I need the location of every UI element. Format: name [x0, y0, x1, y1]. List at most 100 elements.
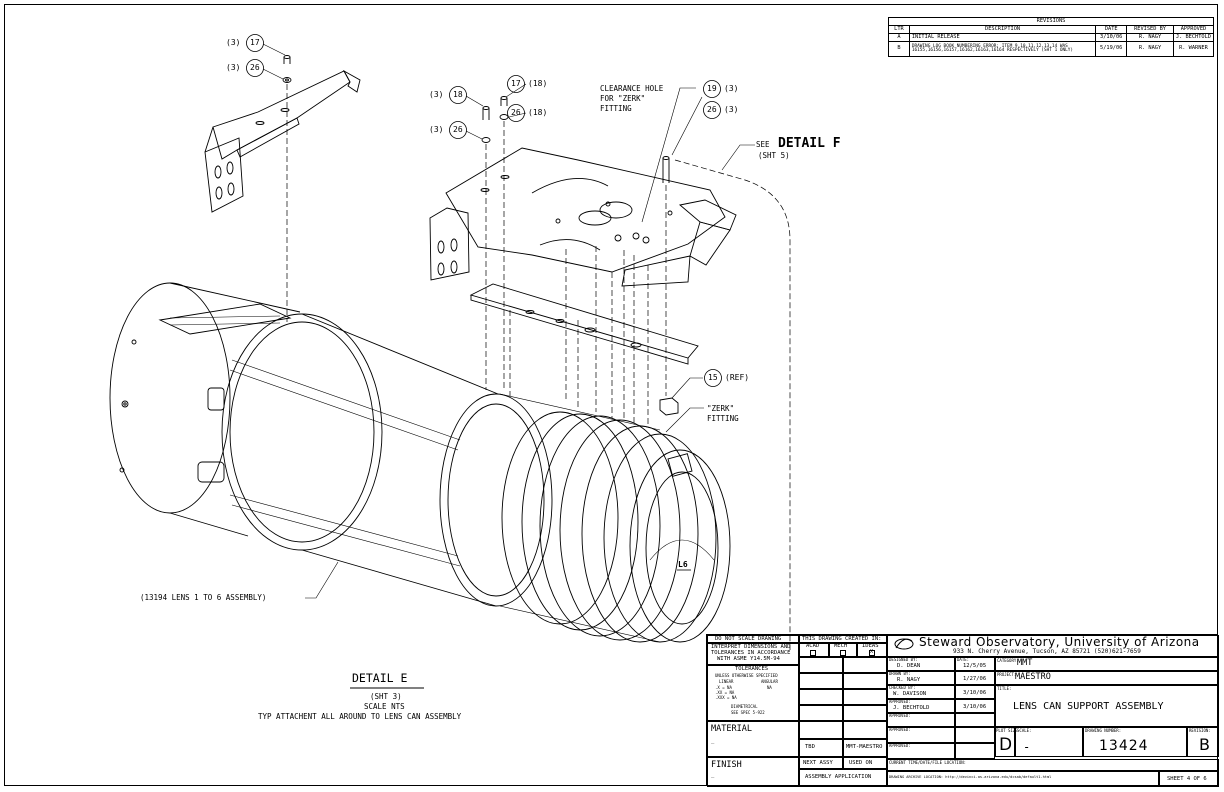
top-plate	[429, 147, 737, 287]
approved-by-value: J. BECHTOLD	[893, 705, 930, 711]
category-label: CATEGORY:	[997, 658, 1019, 663]
callout-17b-qty: (18)	[528, 79, 548, 88]
rev-ltr: B	[888, 41, 910, 57]
checked-by-label: CHECKED BY:	[889, 685, 916, 690]
scale-value: -	[1023, 740, 1031, 754]
finish-label: FINISH	[711, 760, 742, 770]
category-value: MMT	[1017, 658, 1033, 668]
lens-assembly-note: (13194 LENS 1 TO 6 ASSEMBLY)	[140, 593, 267, 602]
callout-26d-qty: (3)	[724, 105, 739, 114]
next-assy-label: NEXT ASSY	[803, 760, 833, 766]
rev-header-description: DESCRIPTION	[908, 25, 1097, 34]
projection-lines	[286, 84, 791, 650]
project-label: PROJECT:	[997, 672, 1017, 677]
callout-19-number: 19	[707, 84, 717, 93]
checked-by-value: W. DAVISON	[893, 691, 927, 697]
tolerances-unless: UNLESS OTHERWISE SPECIFIED	[715, 673, 778, 678]
created-in-label: THIS DRAWING CREATED IN:	[802, 636, 882, 642]
designed-date: 12/5/05	[963, 663, 987, 669]
rev-date: 3/10/06	[1095, 33, 1128, 42]
revision-row: A INITIAL RELEASE 3/10/06 R. NAGY J. BEC…	[888, 33, 1215, 42]
tolerance-spec: SEE SPEC 5-922	[731, 710, 765, 715]
drawn-by-value: R. NAGY	[897, 677, 921, 683]
tolerance-value: .XXX = NA	[715, 695, 737, 700]
callout-18-number: 18	[453, 90, 463, 99]
title-block: DO NOT SCALE DRAWING INTERPRET DIMENSION…	[706, 634, 1219, 787]
callout-26d-number: 26	[707, 105, 717, 114]
revision-value: B	[1199, 735, 1210, 754]
organization-name: Steward Observatory, University of Arizo…	[919, 635, 1200, 649]
checked-date: 3/10/06	[963, 690, 987, 696]
leader-lines	[262, 43, 755, 599]
revisions-table: REVISIONS LTR DESCRIPTION DATE REVISED B…	[888, 17, 1215, 57]
drawing-title: LENS CAN SUPPORT ASSEMBLY	[1013, 701, 1164, 712]
rev-ltr: A	[888, 33, 910, 42]
rev-approved: J. BECHTOLD	[1172, 33, 1215, 42]
see-detail-label: SEE	[756, 140, 770, 149]
tolerance-angular-label: ANGULAR	[761, 679, 778, 684]
zerk-fitting	[659, 397, 679, 416]
title-label: TITLE:	[997, 686, 1012, 691]
no-scale-note: DO NOT SCALE DRAWING	[715, 636, 782, 642]
callout-26b-qty: (18)	[528, 108, 548, 117]
used-on-value: MMT-MAESTRO	[846, 744, 883, 750]
archive-location: DRAWING ARCHIVE LOCATION: http://devinci…	[889, 775, 1052, 779]
detail-e-title: DETAIL E	[352, 671, 408, 685]
drawing-border	[4, 4, 1218, 786]
project-value: MAESTRO	[1015, 672, 1051, 682]
detail-f-label: DETAIL F	[778, 136, 841, 151]
drawn-by-label: DRAWN BY:	[889, 671, 911, 676]
screw-17-left	[282, 55, 292, 83]
rev-desc: DRAWING LOG BOOK NUMBERING ERROR; ITEM 9…	[911, 43, 1068, 49]
tolerance-linear-label: LINEAR	[719, 679, 734, 684]
callout-15-number: 15	[708, 373, 718, 382]
sheet-number: SHEET 4 OF 6	[1167, 776, 1207, 782]
callout-26-number: 26	[250, 63, 260, 72]
designed-by-value: D. DEAN	[897, 663, 921, 669]
callout-17-number: 17	[250, 38, 260, 47]
callout-18-qty: (3)	[429, 90, 444, 99]
callout-19-qty: (3)	[724, 84, 739, 93]
callout-17-qty: (3)	[226, 38, 241, 47]
scale-label: SCALE:	[1017, 728, 1032, 733]
acad-checkbox	[810, 650, 816, 656]
lens-can	[109, 282, 731, 643]
lower-plate	[469, 283, 699, 365]
ideas-checkbox	[869, 650, 875, 656]
callout-26c-number: 26	[453, 125, 463, 134]
approved-label: APPROVED:	[889, 727, 911, 732]
approved-label: APPROVED:	[889, 713, 911, 718]
material-value: _	[711, 738, 715, 744]
plot-size-label: PLOT SIZE	[996, 728, 1018, 733]
callout-26b-number: 26	[511, 108, 521, 117]
tolerance-value: .X = NA	[715, 685, 732, 690]
drawing-number: 13424	[1099, 738, 1149, 754]
interpret-note: TOLERANCES IN ACCORDANCE	[711, 650, 791, 656]
rev-approved: R. WARNER	[1172, 41, 1215, 57]
interpret-note: WITH ASME Y14.5M-94	[717, 656, 780, 662]
ideas-label: IDEAS	[862, 643, 879, 649]
date-label: DATE:	[957, 657, 970, 662]
tolerances-heading: TOLERANCES	[735, 666, 769, 672]
finish-value: _	[711, 772, 715, 778]
screw-19	[662, 156, 670, 183]
zerk-fitting-note: "ZERK"FITTING	[707, 404, 739, 423]
revision-label: REVISION:	[1189, 728, 1211, 733]
detail-f-sheet: (SHT 5)	[758, 151, 790, 160]
rev-header-revised-by: REVISED BY	[1126, 25, 1174, 34]
material-label: MATERIAL	[711, 724, 752, 734]
used-on-label: USED ON	[849, 760, 873, 766]
rev-header-date: DATE	[1095, 25, 1128, 34]
rev-header-ltr: LTR	[888, 25, 910, 34]
rev-desc-cont: 16155,16156,16157,16162,16163,16164 RESP…	[911, 48, 1074, 53]
designed-by-label: DESIGNED BY:	[889, 657, 918, 662]
approved-label: APPROVED:	[889, 699, 911, 704]
tolerance-value: .XX = NA	[715, 690, 735, 695]
rev-desc: INITIAL RELEASE	[908, 33, 1097, 42]
detail-e-scale: SCALE NTS	[364, 702, 405, 711]
callout-26-qty: (3)	[226, 63, 241, 72]
approved-label: APPROVED:	[889, 743, 911, 748]
steward-logo-icon	[894, 638, 914, 650]
plot-size-value: D	[999, 735, 1013, 755]
revisions-title: REVISIONS	[888, 17, 1214, 26]
